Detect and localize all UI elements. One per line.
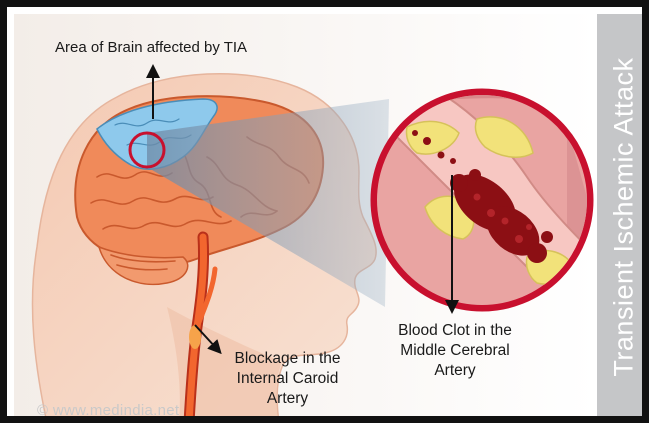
label-line: Artery [375, 361, 535, 381]
label-line: Middle Cerebral [375, 341, 535, 361]
label-line: Internal Caroid [205, 369, 370, 389]
side-title: Transient Ischemic Attack [609, 57, 640, 376]
label-line: Blockage in the [205, 349, 370, 369]
label-line: Artery [205, 389, 370, 409]
watermark: © www.medindia.net [37, 402, 179, 419]
label-carotid-blockage: Blockage in the Internal Caroid Artery [205, 349, 370, 409]
label-blood-clot: Blood Clot in the Middle Cerebral Artery [375, 321, 535, 381]
label-affected-brain-area: Area of Brain affected by TIA [55, 38, 325, 58]
label-line: Blood Clot in the [375, 321, 535, 341]
